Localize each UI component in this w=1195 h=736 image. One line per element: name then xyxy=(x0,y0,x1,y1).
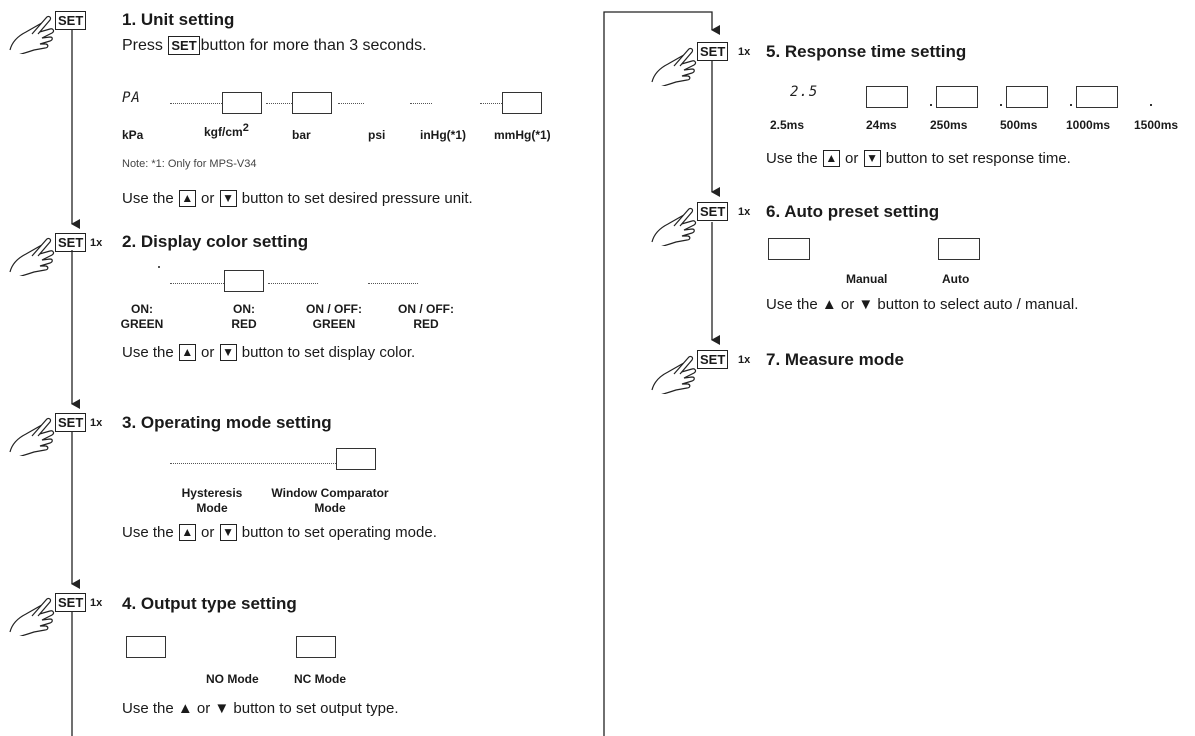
step6-instruction: Use the ▲ or ▼ button to select auto / m… xyxy=(766,296,1079,313)
step5-instruction: Use the ▲ or ▼ button to set response ti… xyxy=(766,150,1071,167)
step3-title: 3. Operating mode setting xyxy=(122,413,332,432)
divider xyxy=(410,103,432,104)
step4-instruction: Use the ▲ or ▼ button to set output type… xyxy=(122,700,399,717)
preset-label-auto: Auto xyxy=(942,272,970,286)
divider xyxy=(368,283,418,284)
divider xyxy=(170,283,224,284)
unit-label-bar: bar xyxy=(292,128,311,142)
up-arrow-key-icon: ▲ xyxy=(178,190,196,207)
repeat-mark: 1x xyxy=(90,237,103,249)
response-label: 24ms xyxy=(866,118,897,132)
color-label: ON / OFF:RED xyxy=(398,302,454,331)
divider xyxy=(268,283,318,284)
step7-title: 7. Measure mode xyxy=(766,350,904,369)
response-label: 250ms xyxy=(930,118,968,132)
display-box xyxy=(502,92,542,114)
response-label: 1000ms xyxy=(1066,118,1111,132)
display-dot xyxy=(930,104,932,106)
divider xyxy=(266,103,292,104)
step2-instruction: Use the ▲ or ▼ button to set display col… xyxy=(122,344,416,361)
set-key-icon: SET xyxy=(697,42,729,61)
step1-title: 1. Unit setting xyxy=(122,10,235,29)
set-key-icon: SET xyxy=(55,11,87,30)
unit-label-kgfcm2: kgf/cm2 xyxy=(204,122,249,139)
response-label: 500ms xyxy=(1000,118,1038,132)
up-arrow-key-icon: ▲ xyxy=(822,150,840,167)
set-key-icon: SET xyxy=(55,593,87,612)
divider xyxy=(338,103,364,104)
unit-label-kpa: kPa xyxy=(122,128,144,142)
step4-title: 4. Output type setting xyxy=(122,594,297,613)
display-box xyxy=(938,238,980,260)
response-label: 2.5ms xyxy=(770,118,805,132)
divider xyxy=(170,463,336,464)
unit-label-psi: psi xyxy=(368,128,386,142)
set-key-icon: SET xyxy=(697,350,729,369)
down-arrow-key-icon: ▼ xyxy=(219,344,237,361)
display-dot xyxy=(1070,104,1072,106)
response-label: 1500ms xyxy=(1134,118,1179,132)
set-key-icon: SET xyxy=(55,413,87,432)
display-box xyxy=(768,238,810,260)
display-dot xyxy=(1000,104,1002,106)
repeat-mark: 1x xyxy=(738,354,751,366)
repeat-mark: 1x xyxy=(738,46,751,58)
step2-title: 2. Display color setting xyxy=(122,232,309,251)
preset-label-manual: Manual xyxy=(846,272,888,286)
step1-note: Note: *1: Only for MPS-V34 xyxy=(122,158,257,170)
display-box xyxy=(296,636,336,658)
set-key-icon: SET xyxy=(55,233,87,252)
color-label: ON:GREEN xyxy=(120,302,164,331)
display-2-5: 2.5 xyxy=(790,84,819,100)
output-label-no: NO Mode xyxy=(206,672,259,686)
step5-title: 5. Response time setting xyxy=(766,42,967,61)
divider xyxy=(170,103,222,104)
step3-instruction: Use the ▲ or ▼ button to set operating m… xyxy=(122,524,437,541)
set-key-icon: SET xyxy=(697,202,729,221)
display-box xyxy=(936,86,978,108)
output-label-nc: NC Mode xyxy=(294,672,346,686)
up-arrow-key-icon: ▲ xyxy=(178,524,196,541)
color-label: ON / OFF:GREEN xyxy=(306,302,362,331)
display-box xyxy=(292,92,332,114)
repeat-mark: 1x xyxy=(738,206,751,218)
down-arrow-key-icon: ▼ xyxy=(219,190,237,207)
display-box xyxy=(222,92,262,114)
color-label: ON:RED xyxy=(231,302,257,331)
display-box xyxy=(336,448,376,470)
step6-title: 6. Auto preset setting xyxy=(766,202,940,221)
display-dot xyxy=(1150,104,1152,106)
display-box xyxy=(1076,86,1118,108)
display-kpa: PA xyxy=(122,90,141,106)
down-arrow-key-icon: ▼ xyxy=(219,524,237,541)
step1-instruction: Use the ▲ or ▼ button to set desired pre… xyxy=(122,190,473,207)
up-arrow-key-icon: ▲ xyxy=(178,344,196,361)
repeat-mark: 1x xyxy=(90,417,103,429)
unit-label-inhg: inHg(*1) xyxy=(420,128,466,142)
divider xyxy=(480,103,502,104)
display-dot xyxy=(158,266,160,268)
unit-label-mmhg: mmHg(*1) xyxy=(494,128,551,142)
set-key-icon: SET xyxy=(168,36,200,55)
display-box xyxy=(126,636,166,658)
repeat-mark: 1x xyxy=(90,597,103,609)
display-box xyxy=(1006,86,1048,108)
down-arrow-key-icon: ▼ xyxy=(863,150,881,167)
display-box xyxy=(224,270,264,292)
display-box xyxy=(866,86,908,108)
